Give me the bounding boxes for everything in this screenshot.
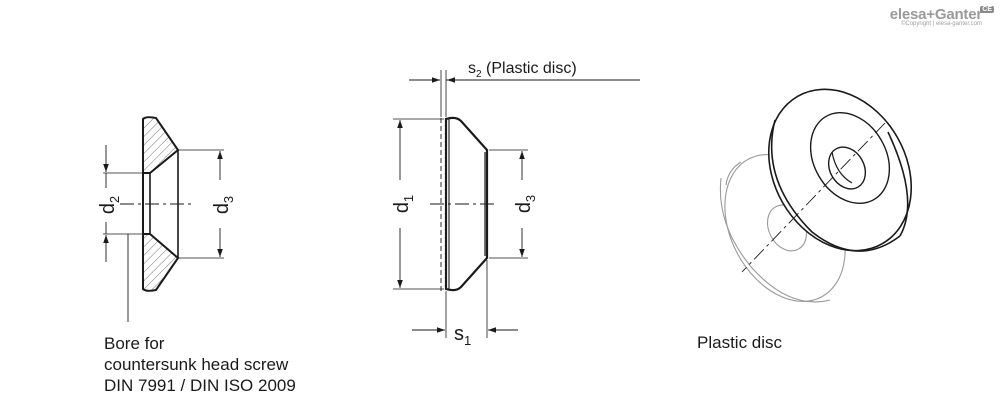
svg-text:d3: d3 [211, 196, 236, 214]
brand-block: elesa+Ganter ©Copyright | elesa-ganter.c… [889, 6, 994, 27]
d3-label-middle: d3 [513, 195, 538, 213]
washer-isometric [767, 88, 913, 252]
brand-logo: elesa+Ganter [889, 6, 982, 23]
svg-text:d1: d1 [391, 195, 416, 213]
svg-text:d3: d3 [513, 195, 538, 213]
middle-side-view [393, 70, 640, 338]
left-section-upper [142, 116, 180, 174]
bore-caption-line-3: DIN 7991 / DIN ISO 2009 [104, 376, 296, 395]
bore-caption: Bore for countersunk head screw DIN 7991… [104, 333, 296, 396]
d3-left-sub: 3 [221, 196, 236, 203]
ce-mark: CE [980, 6, 994, 13]
brand-copyright: ©Copyright | elesa-ganter.com [900, 21, 982, 27]
d2-label: d2 [97, 196, 122, 214]
s1-label: s1 [454, 323, 471, 348]
d1-sub: 1 [401, 195, 416, 202]
d3-middle-sub: 3 [523, 195, 538, 202]
d3-label-left: d3 [211, 196, 236, 214]
isometric-axis [741, 122, 886, 273]
left-section-lower [142, 233, 180, 292]
d1-label: d1 [391, 195, 416, 213]
bore-caption-line-2: countersunk head screw [104, 355, 289, 374]
s2-label: s2 (Plastic disc) [468, 60, 577, 80]
left-section-view [103, 116, 224, 322]
d2-sub: 2 [107, 196, 122, 203]
right-isometric-view [719, 88, 913, 303]
d1-base: d [391, 202, 413, 213]
plastic-disc-caption: Plastic disc [697, 333, 783, 352]
d2-base: d [97, 203, 119, 214]
svg-text:d2: d2 [97, 196, 122, 214]
d3-left-base: d [211, 203, 233, 214]
d3-middle-base: d [513, 202, 535, 213]
bore-caption-line-1: Bore for [104, 334, 165, 353]
